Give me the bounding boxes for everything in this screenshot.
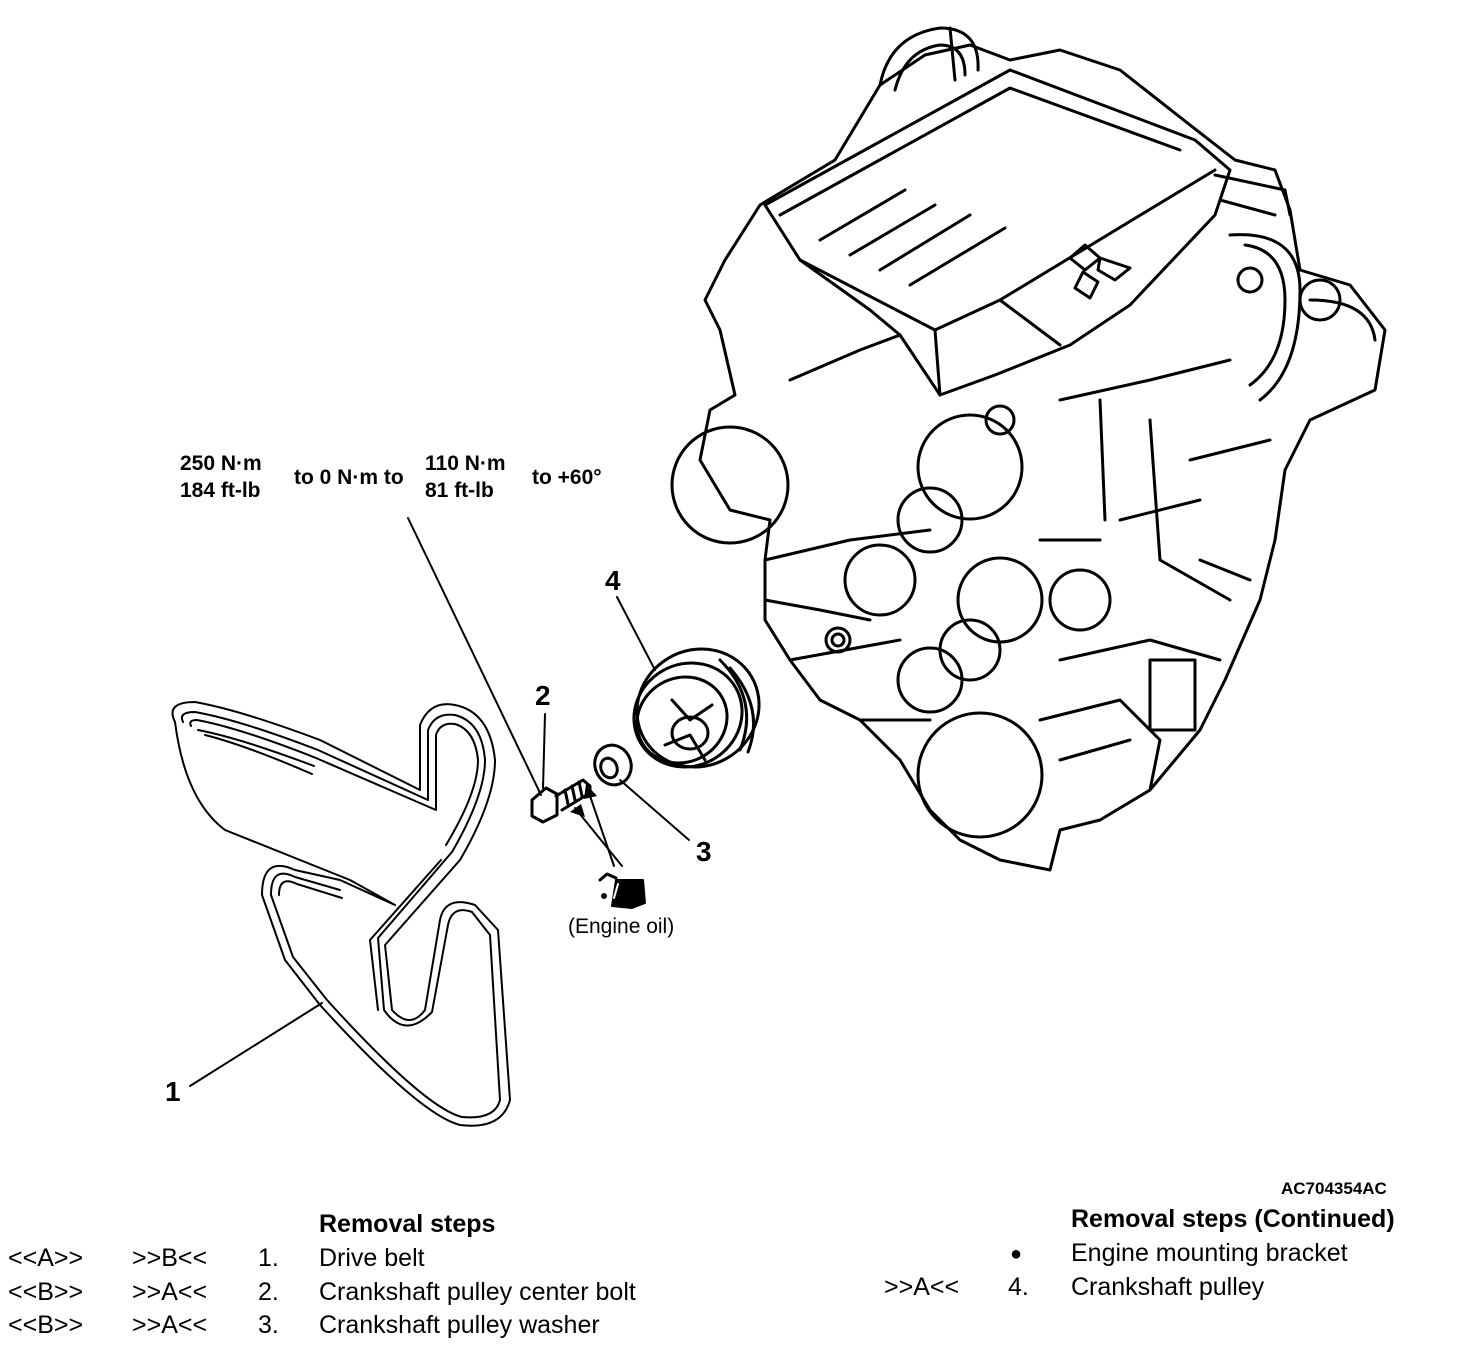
callout-4: 4 [605, 565, 621, 596]
leader-oil-to-thread [587, 789, 615, 867]
step-name: Engine mounting bracket [1071, 1239, 1348, 1267]
torque-spec-angle: to +60° [532, 466, 602, 489]
removal-code: >>A<< [132, 1311, 208, 1339]
step-name: Drive belt [319, 1244, 425, 1272]
step-name: Crankshaft pulley washer [319, 1311, 600, 1339]
removal-code: >>A<< [132, 1278, 208, 1306]
figure-code: AC704354AC [1281, 1179, 1387, 1198]
torque-final-nm: 110 N·m [425, 452, 506, 475]
torque-initial-nm: 250 N·m [180, 452, 262, 475]
bullet-icon: ● [1010, 1243, 1023, 1265]
removal-steps-continued-header: Removal steps (Continued) [1071, 1205, 1395, 1233]
step-name: Crankshaft pulley [1071, 1273, 1265, 1301]
removal-code: >>B<< [132, 1244, 208, 1272]
crankshaft-pulley-illustration [632, 647, 761, 769]
callout-2: 2 [535, 680, 551, 711]
step-number: 4. [1008, 1273, 1029, 1301]
step-name: Crankshaft pulley center bolt [319, 1278, 636, 1306]
leader-callout-3 [619, 779, 690, 841]
engine-oil-label: (Engine oil) [568, 915, 675, 938]
step-number: 1. [258, 1244, 279, 1272]
drive-belt-illustration [171, 701, 511, 1127]
torque-spec-initial: 250 N·m 184 ft-lb [180, 450, 262, 504]
callout-1: 1 [165, 1076, 181, 1107]
engine-assembly-illustration [670, 26, 1387, 872]
leader-torque-to-bolt [407, 517, 542, 796]
step-number: 2. [258, 1278, 279, 1306]
callout-3: 3 [696, 836, 712, 867]
leader-callout-1 [189, 1002, 323, 1087]
leader-oil-to-bolt [574, 807, 623, 867]
installation-code: <<B>> [8, 1278, 84, 1306]
torque-spec-loosen: to 0 N·m to [294, 466, 404, 489]
crankshaft-pulley-washer-illustration [593, 743, 633, 787]
step-number: 3. [258, 1311, 279, 1339]
crankshaft-pulley-center-bolt-illustration [530, 778, 592, 824]
removal-steps-header: Removal steps [319, 1210, 496, 1238]
installation-code: <<A>> [8, 1244, 84, 1272]
torque-spec-final: 110 N·m 81 ft-lb [425, 450, 506, 504]
installation-code: <<B>> [8, 1311, 84, 1339]
leader-lines [189, 517, 690, 1087]
removal-code: >>A<< [884, 1273, 960, 1301]
arrowhead-thread [584, 784, 597, 799]
torque-initial-ftlb: 184 ft-lb [180, 479, 261, 502]
arrowhead-bolt [570, 804, 585, 817]
leader-callout-4 [616, 596, 656, 671]
leader-callout-2 [542, 713, 546, 789]
torque-final-ftlb: 81 ft-lb [425, 479, 494, 502]
engine-oil-can-icon [598, 872, 646, 909]
